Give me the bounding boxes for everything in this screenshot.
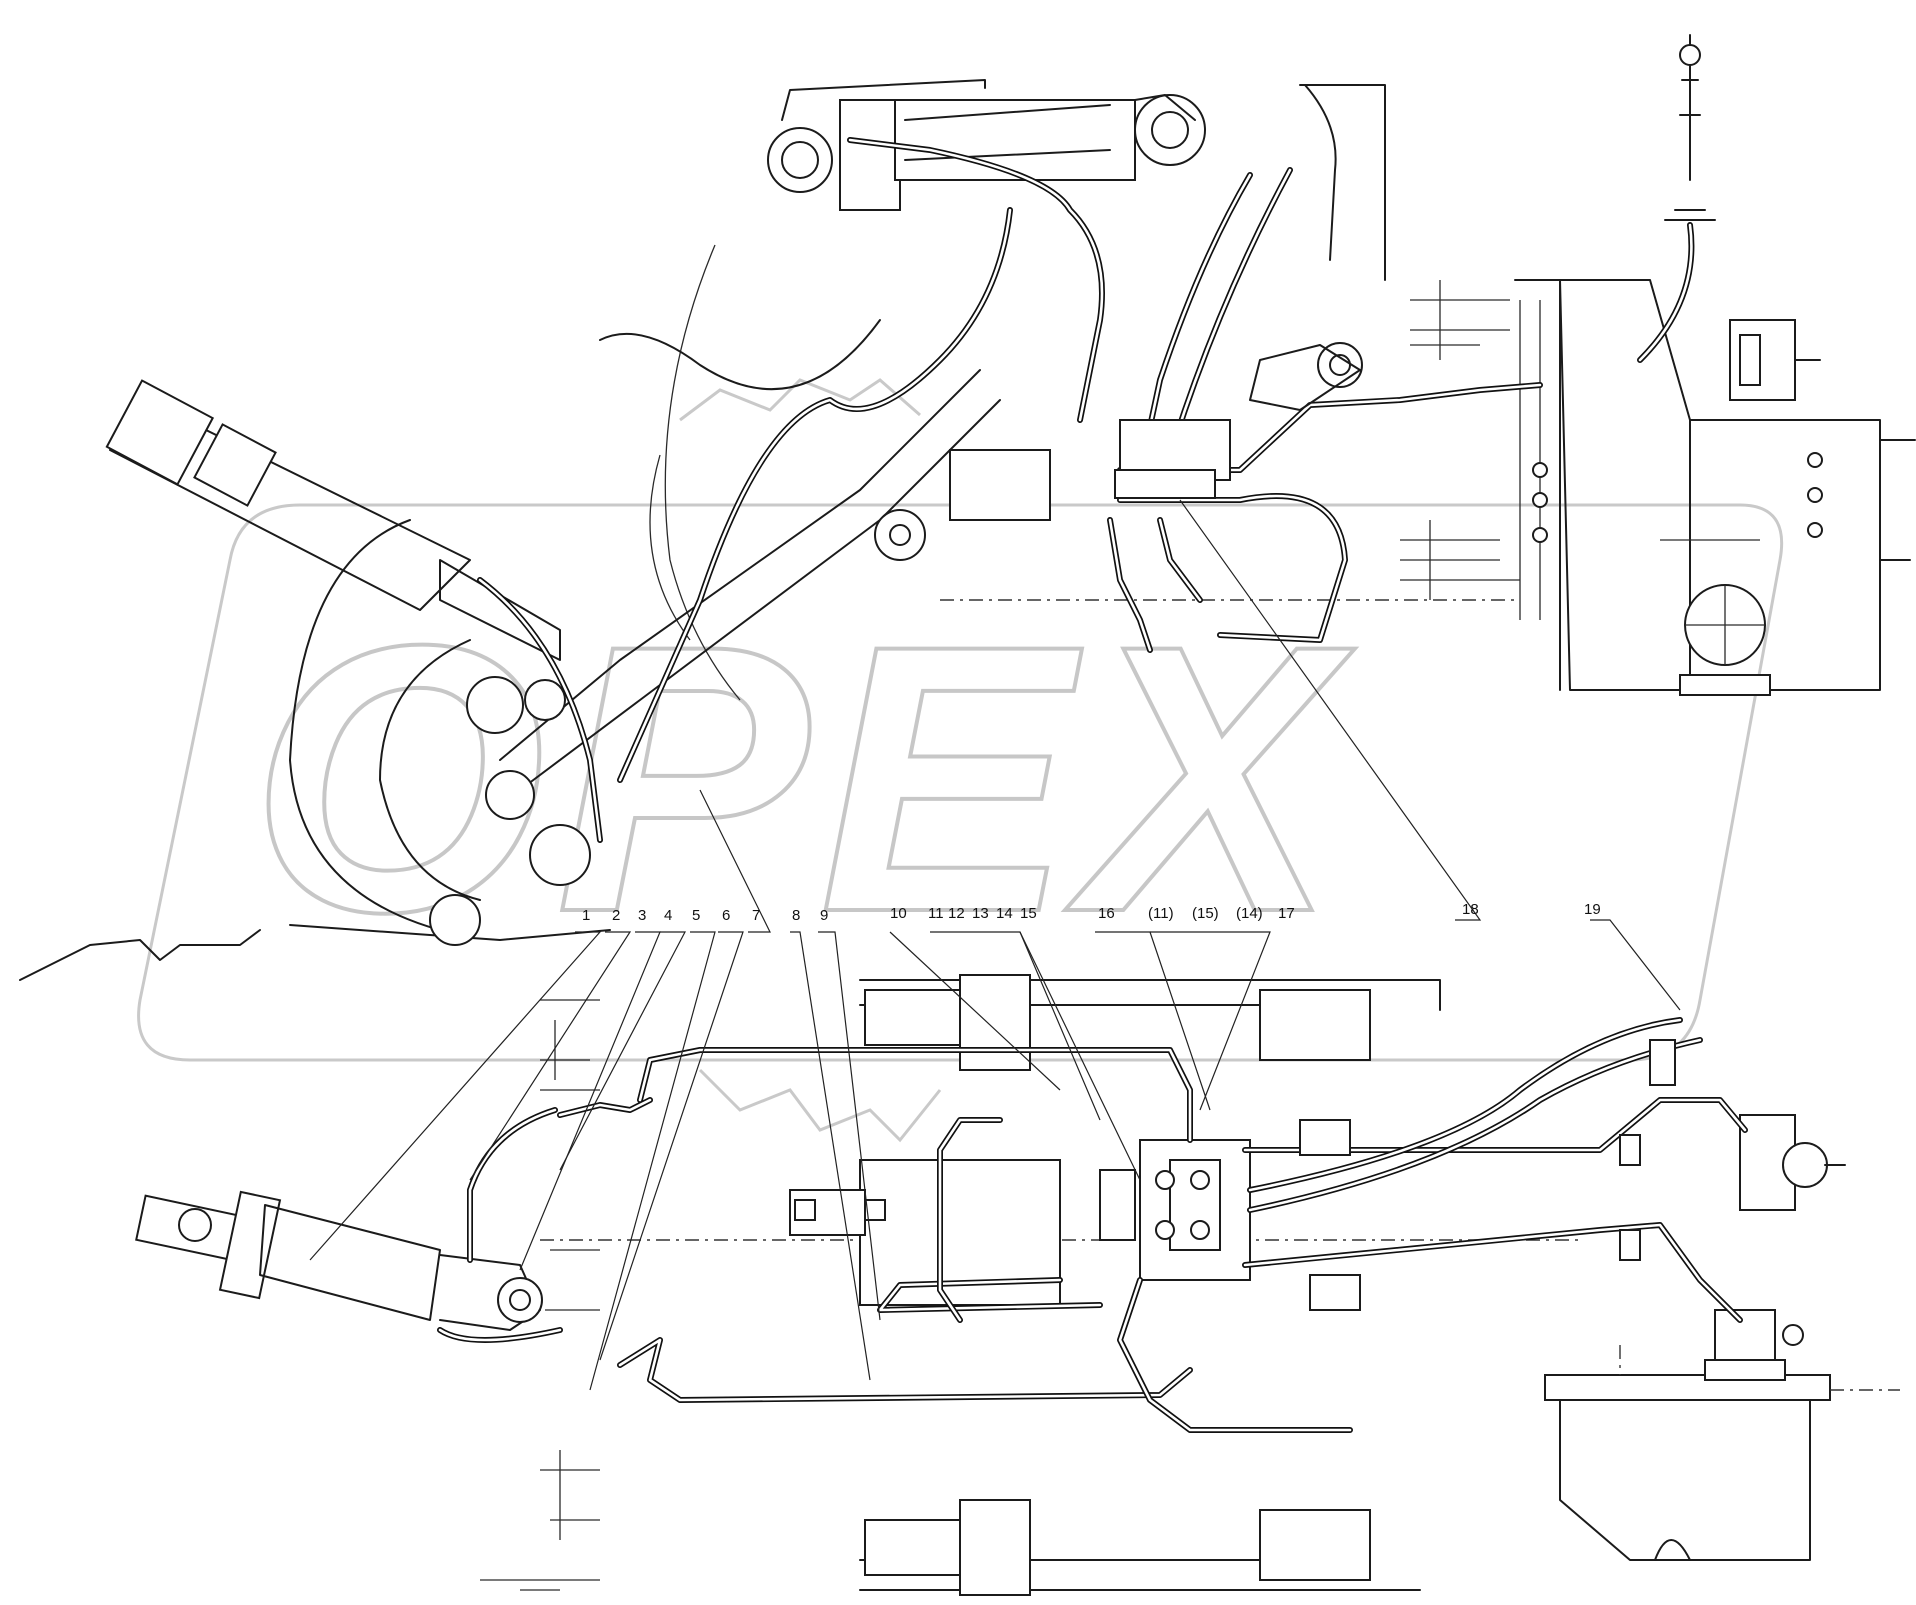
callout-19: 19 xyxy=(1584,901,1601,918)
callout-17: 17 xyxy=(1278,905,1295,922)
upper-hydraulic-lines xyxy=(477,137,1543,843)
hydraulic-tank xyxy=(1544,1309,1900,1561)
central-valve-block xyxy=(1099,1139,1251,1281)
callout-1: 1 xyxy=(582,907,590,924)
boom-cylinder-top xyxy=(767,79,1206,211)
upper-side-view xyxy=(19,34,1916,981)
callout-13: 13 xyxy=(972,905,989,922)
callout-14: 14 xyxy=(996,905,1013,922)
lift-arm xyxy=(499,244,1051,791)
callout-6: 6 xyxy=(722,907,730,924)
callout-5: 5 xyxy=(692,907,700,924)
watermark-gear-top xyxy=(679,378,921,422)
callout-3: 3 xyxy=(638,907,646,924)
control-valve-upper xyxy=(1114,342,1363,499)
callout-16: 16 xyxy=(1098,905,1115,922)
bucket-cylinder xyxy=(105,379,561,661)
callout-2: 2 xyxy=(612,907,620,924)
watermark-text: OPEX xyxy=(250,566,1356,991)
callout-labels: 1 2 3 4 5 6 7 8 9 10 11 12 13 14 15 16 (… xyxy=(582,901,1601,924)
control-lever xyxy=(1637,34,1821,401)
bucket xyxy=(19,519,611,981)
callout-7: 7 xyxy=(752,907,760,924)
callout-10: 10 xyxy=(890,905,907,922)
valve-brackets xyxy=(1299,1039,1676,1311)
frame-rails xyxy=(480,974,1580,1596)
callout-14-ref: (14) xyxy=(1236,905,1263,922)
callout-11-ref: (11) xyxy=(1148,905,1174,922)
callout-leaders xyxy=(309,499,1681,1391)
callout-18: 18 xyxy=(1462,901,1479,918)
pump-right xyxy=(1739,1114,1846,1211)
watermark-badge-outline xyxy=(137,503,1784,1062)
lift-cylinder-lower xyxy=(135,1190,543,1331)
main-frame xyxy=(940,84,1916,696)
callout-15-ref: (15) xyxy=(1192,905,1219,922)
callout-15: 15 xyxy=(1020,905,1037,922)
callout-4: 4 xyxy=(664,907,672,924)
callout-11: 11 xyxy=(928,905,944,922)
callout-8: 8 xyxy=(792,907,800,924)
lower-hydraulic-lines xyxy=(437,1017,1748,1433)
callout-12: 12 xyxy=(948,905,965,922)
callout-9: 9 xyxy=(820,907,828,924)
watermark-gear-bottom xyxy=(698,1068,942,1143)
lower-plan-view xyxy=(135,974,1900,1596)
